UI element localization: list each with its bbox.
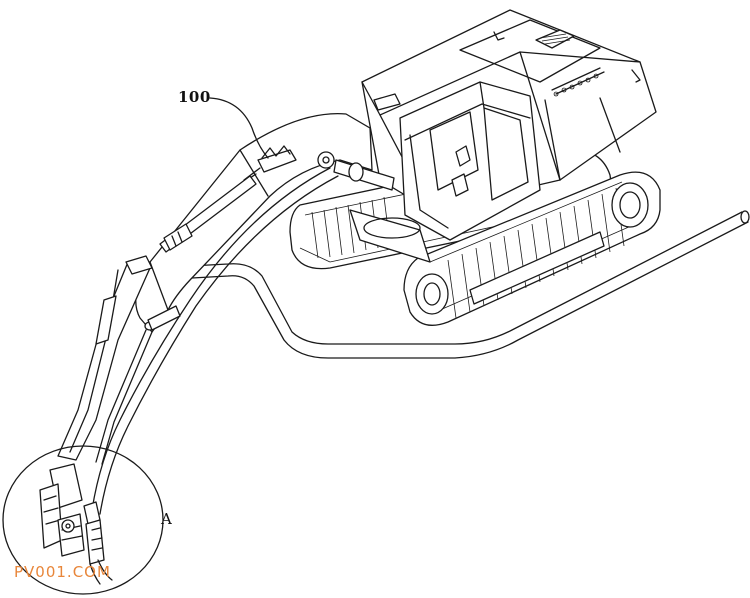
- leader-line-100: [209, 97, 269, 159]
- detail-label-a: A: [161, 510, 172, 528]
- watermark: PV001.COM: [14, 563, 111, 581]
- operator-cab: [399, 81, 541, 241]
- undercarriage: [349, 209, 431, 263]
- detail-circle-a: [2, 445, 164, 595]
- stick-arm: [57, 255, 181, 461]
- hydraulic-hose: [91, 167, 339, 515]
- boom: [135, 112, 395, 333]
- tool-attachment: [39, 463, 113, 585]
- boom-cylinder: [159, 175, 257, 253]
- reference-numeral-100: 100: [178, 88, 211, 106]
- front-track: [403, 171, 661, 326]
